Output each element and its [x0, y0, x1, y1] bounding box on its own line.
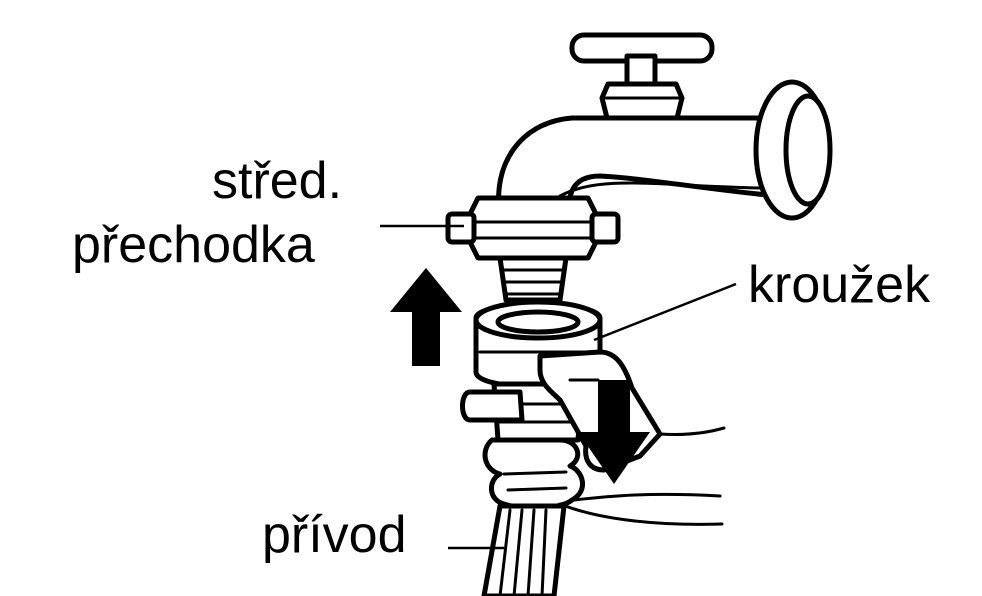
center-adapter: [448, 198, 618, 300]
leader-ring: [594, 284, 736, 340]
label-adapter-line2: přechodka: [72, 216, 315, 274]
hose: [484, 506, 564, 596]
label-adapter-line1: střed.: [212, 152, 342, 210]
faucet-handle: [572, 35, 712, 122]
arrow-up-icon: [390, 268, 462, 366]
label-hose: přívod: [262, 506, 407, 564]
label-ring: kroužek: [748, 256, 931, 314]
